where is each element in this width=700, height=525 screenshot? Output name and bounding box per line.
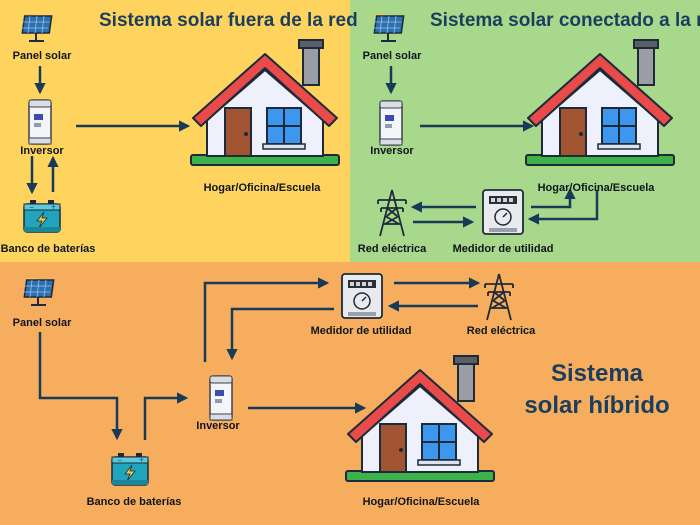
- offgrid-house-icon: [190, 39, 340, 166]
- offgrid-battery-label: Banco de baterías: [0, 243, 96, 255]
- ongrid-meter-icon: [482, 189, 524, 235]
- ongrid-tower-icon: [377, 189, 407, 237]
- hybrid-title-line2: solar híbrido: [524, 392, 670, 419]
- offgrid-inverter-icon: [28, 99, 52, 145]
- ongrid-house-icon: [525, 39, 675, 166]
- offgrid-battery-icon: [23, 199, 61, 233]
- hybrid-meter-icon: [341, 273, 383, 319]
- ongrid-title: Sistema solar conectado a la red: [430, 10, 700, 31]
- hybrid-solar-panel-icon: [22, 277, 55, 306]
- hybrid-arrows: [38, 277, 481, 441]
- ongrid-arrows: [385, 66, 599, 228]
- offgrid-title: Sistema solar fuera de la red: [99, 10, 358, 31]
- hybrid-inverter-label: Inversor: [196, 420, 240, 432]
- ongrid-panel-label: Panel solar: [362, 50, 422, 62]
- hybrid-tower-icon: [484, 273, 514, 321]
- hybrid-home-label: Hogar/Oficina/Escuela: [362, 496, 480, 508]
- hybrid-battery-label: Banco de baterías: [86, 496, 182, 508]
- hybrid-battery-icon: [111, 452, 149, 486]
- ongrid-home-label: Hogar/Oficina/Escuela: [537, 182, 655, 194]
- ongrid-inverter-icon: [379, 100, 403, 146]
- offgrid-inverter-label: Inversor: [20, 145, 64, 157]
- ongrid-grid-label: Red eléctrica: [357, 243, 427, 255]
- offgrid-home-label: Hogar/Oficina/Escuela: [203, 182, 321, 194]
- hybrid-house-icon: [345, 355, 495, 482]
- offgrid-arrows: [26, 66, 191, 195]
- hybrid-inverter-icon: [209, 375, 233, 421]
- ongrid-meter-label: Medidor de utilidad: [452, 243, 554, 255]
- hybrid-title-line1: Sistema: [550, 360, 644, 387]
- ongrid-solar-panel-icon: [372, 13, 405, 42]
- offgrid-solar-panel-icon: [20, 13, 53, 42]
- offgrid-panel-label: Panel solar: [12, 50, 72, 62]
- hybrid-grid-label: Red eléctrica: [466, 325, 536, 337]
- hybrid-panel-label: Panel solar: [12, 317, 72, 329]
- hybrid-meter-label: Medidor de utilidad: [310, 325, 412, 337]
- ongrid-inverter-label: Inversor: [370, 145, 414, 157]
